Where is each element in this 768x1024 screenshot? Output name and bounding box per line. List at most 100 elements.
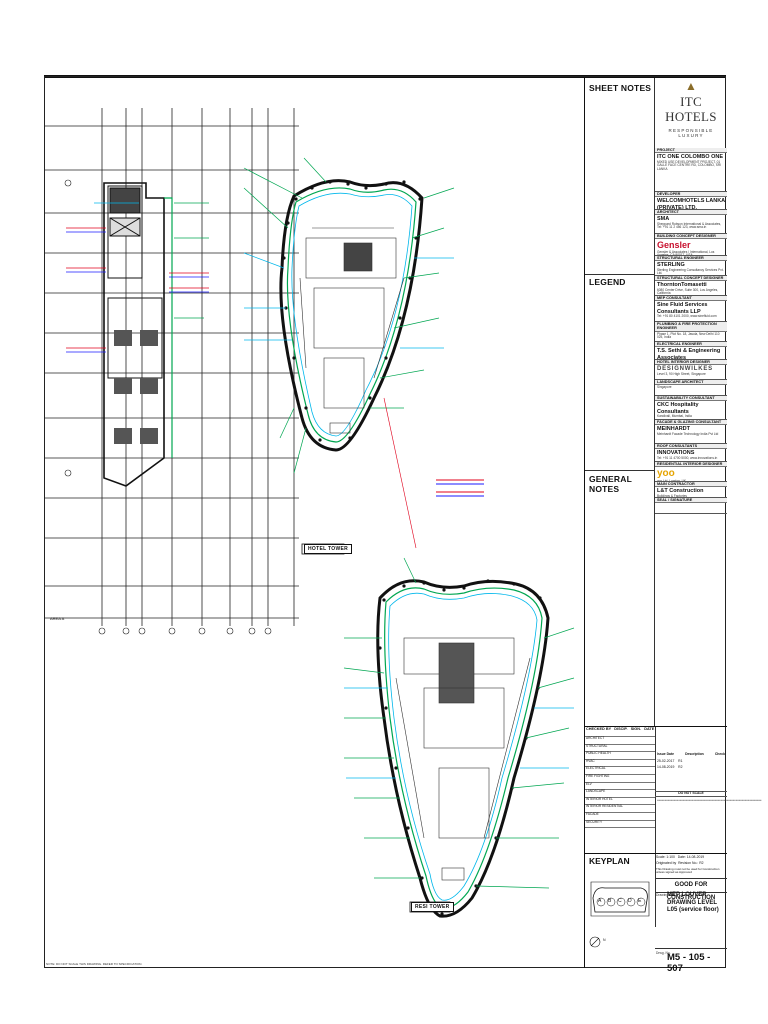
consultant-name: STERLING bbox=[657, 262, 685, 269]
status-good-for-construction: GOOD FOR CONSTRUCTION bbox=[655, 878, 727, 901]
consultant-address: Sheppard Robson International & Associat… bbox=[657, 221, 722, 230]
drawing-title-block: Scale: 1:100 Date: 14-08-2019 Originated… bbox=[655, 853, 727, 974]
checked-table-row: HVAC bbox=[585, 759, 655, 768]
center-markers bbox=[436, 479, 484, 497]
consultant-role: BUILDING CONCEPT DESIGNER bbox=[655, 234, 727, 240]
north-arrow-label: N bbox=[603, 938, 606, 942]
hotel-tower-label: HOTEL TOWER bbox=[304, 544, 353, 554]
checked-table-row: ELECTRICAL bbox=[585, 767, 655, 775]
sheet-notes-heading: SHEET NOTES bbox=[589, 83, 652, 93]
resi-tower-label: RESI TOWER bbox=[411, 902, 454, 912]
area-label: AREA A bbox=[50, 616, 65, 621]
general-notes-heading: GENERAL NOTES bbox=[589, 474, 632, 494]
consultant-address: Level 3, 90 High Street, Singapore bbox=[657, 372, 706, 377]
consultant-role: DEVELOPER bbox=[655, 192, 727, 198]
checked-table-row: FIRE FIGHTING bbox=[585, 774, 655, 783]
consultant-address: MIXED USE DEVELOPMENT PROJECT, 01 GALLE … bbox=[657, 159, 722, 172]
checked-table-row: FACADE bbox=[585, 812, 655, 821]
consultant-address: yoo Ltd, London, UK bbox=[657, 478, 687, 482]
checked-table-row: SECURITY bbox=[585, 820, 655, 829]
consultant-role: HOTEL INTERIOR DESIGNER bbox=[655, 360, 727, 366]
consultant-role: STRUCTURAL CONCEPT DESIGNER bbox=[655, 276, 727, 282]
consultant-address: Singapore bbox=[657, 385, 672, 390]
consultant-role: RESIDENTIAL INTERIOR DESIGNER bbox=[655, 462, 727, 468]
keyplan-zone-a: A bbox=[598, 898, 602, 904]
checked-table-row: INTERIOR HOTEL bbox=[585, 797, 655, 806]
consultant-role: LANDSCAPE ARCHITECT bbox=[655, 380, 727, 386]
consultant-address: Tel: +91 80 4101 2000, www.sinefluid.com bbox=[657, 313, 717, 318]
drawing-number-label: Drwg. No. bbox=[656, 951, 671, 955]
disclaimer-text: ≡≡≡≡≡≡≡≡≡≡≡≡≡≡≡≡≡≡≡≡≡≡≡≡≡≡≡≡≡≡≡≡≡≡≡≡≡≡≡≡… bbox=[657, 799, 762, 802]
checked-table-header: CHECKED BY DISCIP. SIGN. DATE bbox=[585, 727, 655, 737]
consultant-name: INNOVATIONS bbox=[657, 450, 695, 457]
keyplan-zone-c: C bbox=[618, 898, 622, 904]
consultant-name: Sine Fluid Services Consultants LLP bbox=[657, 302, 708, 315]
itc-hotels-logo: ▲ ITC HOTELS RESPONSIBLE LUXURY bbox=[655, 78, 727, 149]
drawing-title: MEP LOUVER DRAWING LEVEL L05 (service fl… bbox=[667, 892, 719, 913]
consultant-role: PROJECT bbox=[655, 148, 727, 154]
divider bbox=[655, 948, 727, 949]
grid-bubbles bbox=[64, 179, 272, 635]
consultant-address: Meinhardt Facade Technology India Pvt Lt… bbox=[657, 431, 719, 436]
keyplan: KEYPLAN A B C D E N bbox=[585, 853, 655, 970]
itc-emblem-icon: ▲ bbox=[685, 79, 697, 93]
consultant-role: SUSTAINABILITY CONSULTANT bbox=[655, 396, 727, 402]
notes-column: SHEET NOTES LEGEND GENERAL NOTES bbox=[585, 78, 655, 726]
revision-row: 14-08-2019 R2 bbox=[657, 765, 683, 769]
consultant-name: T.S. Sethi & Engineering Associates bbox=[657, 348, 721, 360]
drawing-number: M5 - 105 - 507 bbox=[667, 952, 711, 974]
divider bbox=[585, 274, 655, 275]
drawing-area: HOTEL TOWER RESI TOWER AREA A bbox=[44, 78, 584, 968]
consultant-role: MAIN CONTRACTOR bbox=[655, 482, 727, 488]
checked-table-row: STRUCTURAL bbox=[585, 744, 655, 753]
divider bbox=[585, 470, 655, 471]
hotel-tower-outline bbox=[279, 179, 424, 452]
left-wing-building bbox=[103, 182, 173, 487]
consultant-address: Sterling Engineering Consultancy Service… bbox=[657, 267, 724, 276]
resi-tower-outline bbox=[376, 579, 550, 918]
keyplan-zone-d: D bbox=[628, 898, 632, 904]
consultant-role: SEAL / SIGNATURE bbox=[655, 498, 727, 504]
consultant-name: L&T Construction bbox=[657, 488, 704, 495]
consultant-name: MEINHARDT bbox=[657, 426, 690, 433]
consultant-role: MEP CONSULTANT bbox=[655, 296, 727, 302]
legend-heading: LEGEND bbox=[589, 277, 626, 287]
consultant-name: CKC Hospitality Consultants bbox=[657, 402, 699, 415]
keyplan-zone-b: B bbox=[608, 898, 612, 904]
do-not-scale: DO NOT SCALE bbox=[655, 791, 727, 797]
consultant-name: WELCOMHOTELS LANKA (PRIVATE) LTD. bbox=[657, 198, 725, 210]
footer-note: NOTE: DO NOT SCALE THIS DRAWING. REFER T… bbox=[46, 962, 143, 966]
drawing-sheet-frame bbox=[44, 76, 726, 968]
keyplan-heading: KEYPLAN bbox=[589, 856, 630, 866]
construction-note: This Drawing must not be used for Constr… bbox=[656, 867, 720, 875]
consultant-name: DESIGNWILKES bbox=[657, 366, 713, 373]
consultant-role: ARCHITECT bbox=[655, 210, 727, 216]
revision-field: Originated by Revision No.: R2 bbox=[656, 861, 704, 865]
checked-table-row: LANDSCAPE bbox=[585, 789, 655, 798]
consultant-address: Kandivali, Mumbai, India bbox=[657, 413, 692, 418]
logo-tagline: RESPONSIBLE LUXURY bbox=[668, 127, 714, 138]
consultant-address: Gensler & Associates / International, Lo… bbox=[657, 249, 715, 256]
consultant-role: STRUCTURAL ENGINEER bbox=[655, 256, 727, 262]
scale-field: Scale: 1:100 Date: 14-08-2019 bbox=[656, 855, 705, 859]
consultant-address: Phase 1, Plot No. 18, Jasola, New Delhi … bbox=[657, 331, 720, 340]
left-wing-annotations bbox=[66, 202, 209, 353]
checked-table-row: PUBLIC HEALTH bbox=[585, 751, 655, 760]
